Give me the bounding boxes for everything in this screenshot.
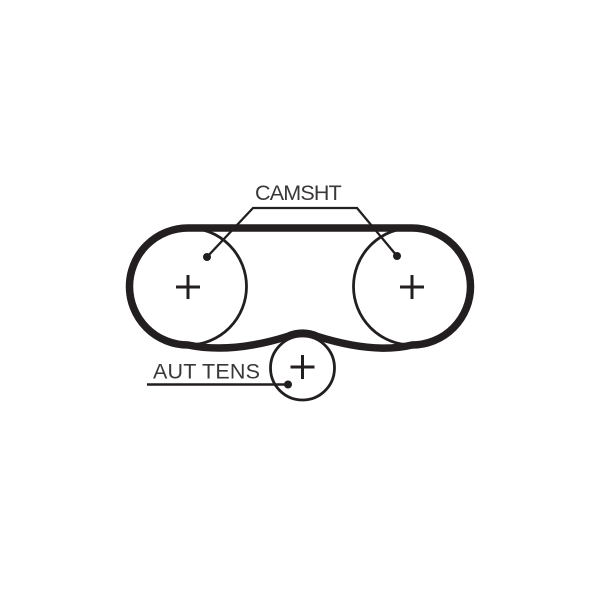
camshaft-pulley-right: [352, 226, 472, 347]
dot-icon: [203, 253, 211, 261]
dot-icon: [284, 380, 292, 389]
dot-icon: [393, 252, 401, 260]
tensioner-pulley: [269, 334, 336, 402]
plus-icon: [290, 355, 315, 379]
camshaft-pulley-left: [128, 226, 248, 347]
tensioner-label: AUT TENS: [153, 360, 260, 384]
plus-icon: [176, 275, 200, 299]
plus-icon: [400, 275, 424, 299]
camshaft-label-leader: [206, 206, 398, 258]
camshaft-label: CAMSHT: [255, 181, 342, 205]
